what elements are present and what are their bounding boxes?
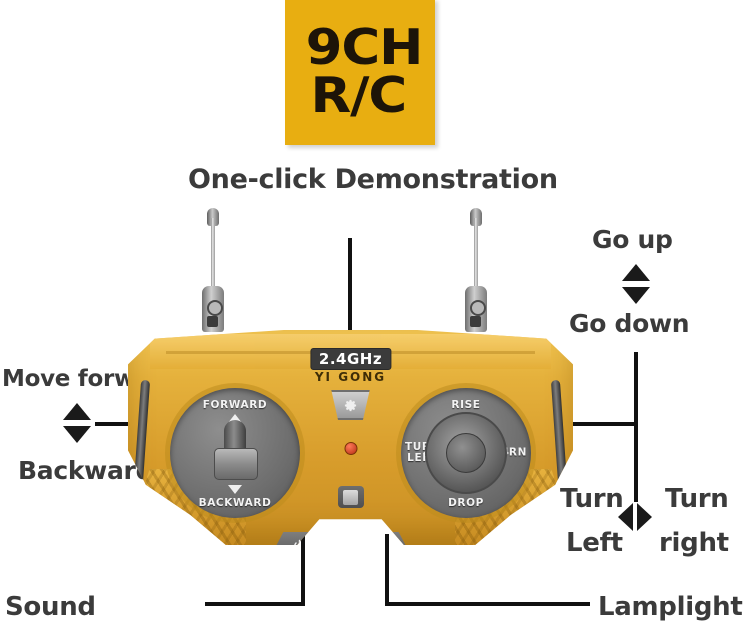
leader-line-lamplight-horizontal <box>385 602 590 606</box>
arrow-up-icon-go-up <box>622 264 650 281</box>
leader-line-sound-horizontal <box>205 602 305 606</box>
antenna-right <box>463 208 489 333</box>
left-pad-label-forward: FORWARD <box>202 399 268 411</box>
left-joystick-pad[interactable]: FORWARD BACKWARD <box>170 388 300 518</box>
antenna-slot-icon <box>470 316 481 327</box>
label-turn-left-line1: Turn <box>560 484 624 514</box>
one-click-demonstration-button[interactable] <box>331 390 370 420</box>
antenna-rod <box>211 218 215 298</box>
rc-transmitter: 2.4GHz YI GONG FORWARD BACKWARD <box>128 208 573 565</box>
right-pad-turn-left-line2: LEFT <box>407 452 438 464</box>
label-go-up: Go up <box>592 225 673 254</box>
label-lamplight: Lamplight <box>598 592 743 622</box>
antenna-rod <box>474 218 478 298</box>
antenna-tip-icon <box>470 208 482 226</box>
arrow-right-icon-turn-right <box>637 503 652 531</box>
badge-line-2: R/C <box>310 66 407 124</box>
label-turn-left-line2: Left <box>566 528 623 558</box>
left-pad-label-backward: BACKWARD <box>198 497 272 509</box>
sound-power-icon <box>293 539 305 545</box>
right-pad-turn-left-line1: TURN <box>405 441 440 453</box>
aux-button-bottom[interactable] <box>323 551 379 578</box>
right-pad-label-drop: DROP <box>448 497 484 509</box>
leader-line-demonstration <box>348 238 352 366</box>
antenna-tip-icon <box>207 208 219 226</box>
antenna-slot-icon <box>207 316 218 327</box>
frequency-plate: 2.4GHz <box>309 348 392 370</box>
label-turn-right-line1: Turn <box>665 484 729 514</box>
antenna-hinge-icon <box>470 300 486 316</box>
lightbulb-icon <box>378 538 388 545</box>
label-sound: Sound <box>5 592 96 622</box>
left-lever-stalk <box>224 420 246 454</box>
arrow-up-icon-move-forward <box>63 403 91 420</box>
leader-line-sound-vertical <box>301 534 305 606</box>
aux-button-top[interactable] <box>322 520 379 545</box>
arrow-down-icon-backward <box>63 426 91 443</box>
sound-button[interactable] <box>276 532 322 545</box>
right-pad-label-turn-right: TURN <box>492 446 527 459</box>
label-turn-right-line2: right <box>659 528 729 558</box>
right-pad-label-rise: RISE <box>451 399 481 411</box>
leader-line-lamplight-vertical <box>385 534 389 606</box>
label-backward: Backward <box>18 456 154 485</box>
lamplight-button[interactable] <box>360 532 406 545</box>
right-stick-cap <box>446 433 486 473</box>
label-one-click-demonstration: One-click Demonstration <box>188 164 558 195</box>
transmitter-body: 2.4GHz YI GONG FORWARD BACKWARD <box>128 330 573 545</box>
brand-text: YI GONG <box>314 370 387 384</box>
antenna-hinge-icon <box>207 300 223 316</box>
center-switch-cap <box>343 489 358 505</box>
status-led <box>344 442 357 455</box>
arrow-down-icon-go-down <box>622 287 650 304</box>
antenna-left <box>200 208 226 333</box>
arrow-down-icon-backward <box>228 485 242 494</box>
left-lever-knob <box>214 448 258 480</box>
leader-line-right-vertical <box>634 352 638 502</box>
center-switch[interactable] <box>337 486 364 508</box>
left-lever[interactable] <box>214 420 258 480</box>
label-go-down: Go down <box>569 309 690 338</box>
right-joystick-pad[interactable]: RISE TURN LEFT TURN DROP <box>401 388 531 518</box>
arrow-up-icon-forward <box>228 414 242 423</box>
gear-icon <box>344 399 357 411</box>
badge-line-1: 9CH <box>305 19 424 77</box>
product-badge: 9CH R/C <box>285 0 435 145</box>
arrow-left-icon-turn-left <box>618 503 633 531</box>
right-pad-label-turn-left: TURN LEFT <box>405 442 440 464</box>
right-stick[interactable] <box>425 412 507 494</box>
